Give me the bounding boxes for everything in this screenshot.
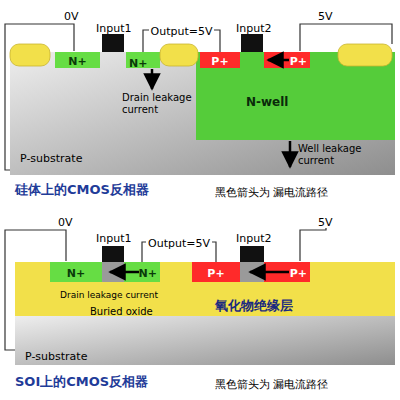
leakage-arrow <box>110 271 139 274</box>
substrate-region: P-substrate N+ N+ N-well P+ P+ <box>10 52 395 175</box>
edge-label: Output=5V <box>146 238 212 251</box>
region-label: N-well <box>246 96 288 110</box>
region-fill <box>50 262 102 282</box>
leakage-arrow <box>289 141 292 167</box>
region-label: P+ <box>290 56 307 69</box>
leakage-arrow <box>151 69 154 89</box>
supply-wire <box>300 228 326 261</box>
gate-label: Input1 <box>96 23 131 36</box>
gate <box>102 34 124 52</box>
leakage-arrow <box>268 59 289 62</box>
leakage-label: Drain leakage current <box>60 290 158 300</box>
region-label: P-substrate <box>20 153 82 166</box>
p-plus-region: P+ <box>264 262 310 282</box>
p-plus-region: P+ <box>200 52 240 68</box>
n-plus-region: N+ <box>55 52 100 68</box>
region-label: N+ <box>129 58 147 71</box>
gate <box>240 246 264 262</box>
gate-label: Input2 <box>236 23 271 36</box>
field-oxide <box>10 44 50 66</box>
gate-label: Input1 <box>96 233 131 246</box>
region-label: N+ <box>67 268 85 281</box>
substrate-region: P-substrate <box>15 316 395 365</box>
leakage-label: Drain leakage current <box>122 92 194 115</box>
region-fill <box>15 316 395 365</box>
note: 黑色箭头为 漏电流路径 <box>215 187 329 200</box>
leakage-label: Well leakage current <box>298 143 380 166</box>
n-plus-region: N+ <box>124 262 160 282</box>
note: 黑色箭头为 漏电流路径 <box>215 379 329 392</box>
field-oxide <box>338 44 392 66</box>
gate <box>102 246 124 262</box>
terminal-label: 0V <box>58 217 73 230</box>
layer-label: 氧化物绝缘层 <box>215 299 293 314</box>
field-oxide <box>160 44 198 66</box>
region-label: P-substrate <box>25 351 87 364</box>
ground-wire <box>5 24 74 170</box>
terminal-label: 0V <box>64 11 79 24</box>
region-fill <box>192 262 240 282</box>
region-fill <box>55 52 100 68</box>
region-label: P+ <box>211 56 228 69</box>
region-fill <box>15 282 395 316</box>
supply-wire <box>300 24 392 51</box>
gate-label: Input2 <box>236 233 271 246</box>
region-label: N+ <box>139 268 157 281</box>
region-fill <box>264 52 310 68</box>
n-well-region: N-well P+ P+ <box>196 52 395 140</box>
ground-wire <box>5 230 66 350</box>
caption: 硅体上的CMOS反相器 <box>15 183 149 198</box>
gate <box>241 34 263 52</box>
region-fill <box>10 52 395 175</box>
terminal-label: 5V <box>318 11 333 24</box>
n-plus-region: N+ <box>50 262 102 282</box>
p-plus-region: P+ <box>264 52 310 68</box>
region-label: P+ <box>207 268 224 281</box>
leakage-arrow <box>250 271 289 274</box>
caption: SOI上的CMOS反相器 <box>15 375 148 390</box>
region-fill <box>200 52 240 68</box>
soi-isolation-strip <box>15 262 395 282</box>
terminal-label: 5V <box>318 217 333 230</box>
region-label: P+ <box>290 268 307 281</box>
n-plus-region: N+ <box>126 52 160 68</box>
layer-label: Buried oxide <box>90 306 153 318</box>
region-label: N+ <box>68 56 86 69</box>
edge-label: Output=5V <box>149 26 215 39</box>
p-plus-region: P+ <box>192 262 240 282</box>
